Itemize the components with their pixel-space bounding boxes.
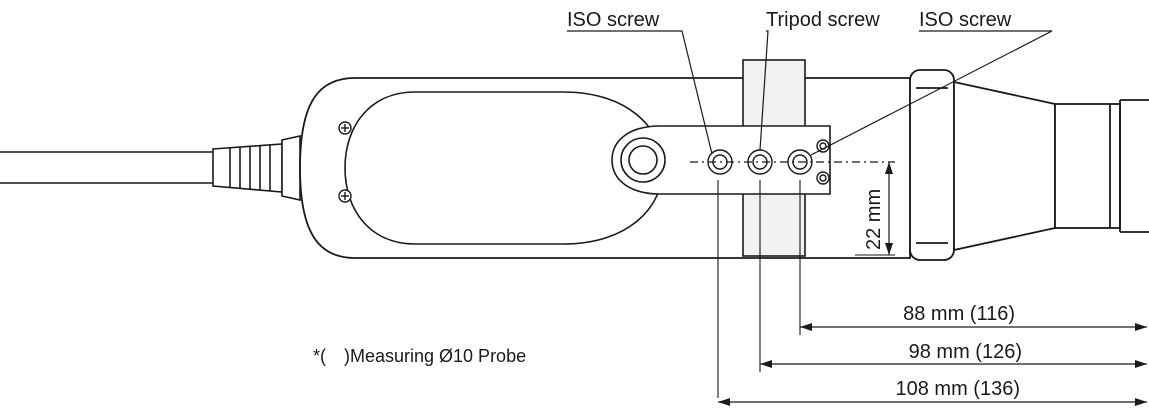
cable (0, 151, 215, 184)
dimension-lines (718, 162, 1147, 406)
panel-screws (338, 121, 352, 203)
probe-note: *( )Measuring Ø10 Probe (313, 346, 526, 366)
label-iso-screw-left: ISO screw (567, 9, 660, 31)
extension-lines (717, 180, 895, 398)
bracket-knob (620, 137, 666, 183)
leaders (567, 30, 1053, 156)
dim-108-label: 108 mm (136) (896, 378, 1021, 400)
bracket-small-holes (816, 139, 830, 185)
collar (909, 69, 955, 261)
strain-relief-boot (212, 135, 301, 201)
label-tripod-screw: Tripod screw (766, 9, 880, 31)
label-iso-screw-right: ISO screw (919, 9, 1012, 31)
dim-22-label: 22 mm (863, 189, 885, 250)
dim-88-label: 88 mm (116) (903, 303, 1015, 325)
dim-98-label: 98 mm (126) (909, 341, 1022, 363)
probe-nose (953, 80, 1149, 252)
screw-holes (707, 149, 813, 175)
